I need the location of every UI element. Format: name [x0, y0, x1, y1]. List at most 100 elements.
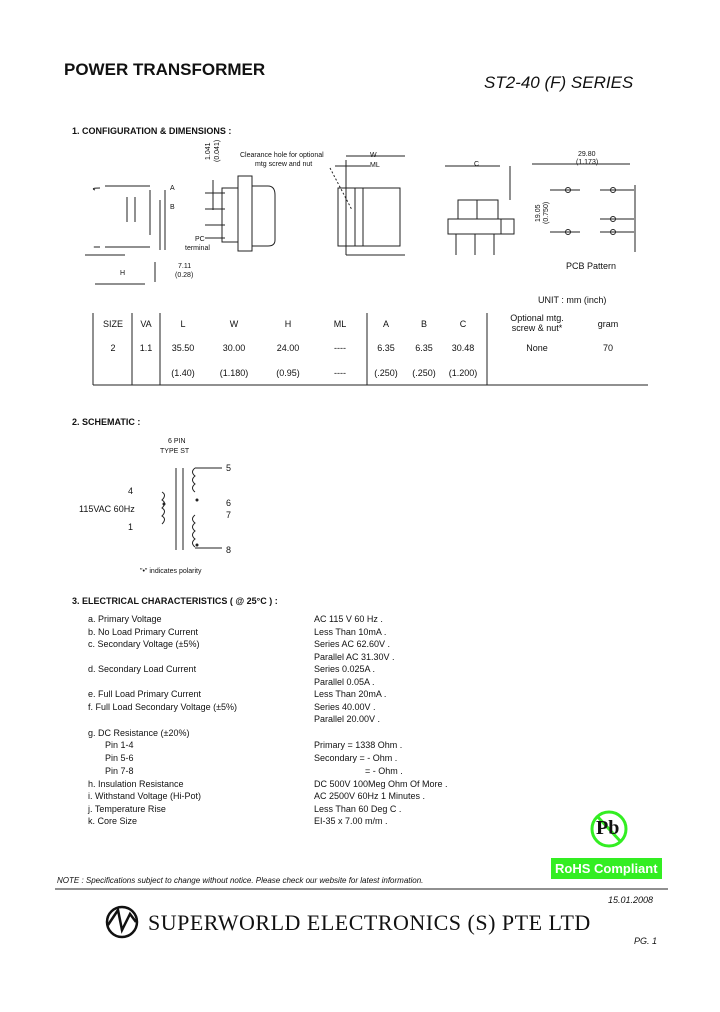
td-l: 35.50 [171, 343, 195, 353]
spec-label: c. Secondary Voltage (±5%) [88, 639, 200, 649]
top-view-drawing [329, 155, 405, 256]
spec-label: i. Withstand Voltage (Hi-Pot) [88, 791, 202, 801]
td-ml: ---- [334, 343, 346, 353]
spec-label: g. DC Resistance (±20%) [88, 728, 190, 738]
spec-label: j. Temperature Rise [88, 804, 166, 814]
pin-6: 6 [226, 498, 232, 508]
dim-h: H [120, 270, 126, 277]
side-view-drawing [205, 175, 276, 252]
input-label: 115VAC 60Hz [79, 504, 135, 514]
spec-value: Series 40.00V . [314, 702, 376, 712]
pin-8: 8 [226, 545, 232, 555]
td-w: 30.00 [222, 343, 246, 353]
schematic-type-2: TYPE ST [160, 448, 190, 455]
pcb-dim: 29.80 [578, 151, 596, 158]
spec-value: Series AC 62.60V . [314, 639, 391, 649]
dim-b: B [170, 204, 175, 211]
th-optional-2: screw & nut* [511, 323, 563, 333]
unit-label: UNIT : mm (inch) [538, 295, 607, 305]
footer-note: NOTE : Specifications subject to change … [57, 876, 424, 885]
td-b: 6.35 [415, 343, 433, 353]
td-gram: 70 [602, 343, 614, 353]
side-dim-inch: (0.041) [214, 139, 221, 162]
td-c-inch: (1.200) [448, 368, 478, 378]
section-electrical-heading: 3. ELECTRICAL CHARACTERISTICS ( @ 25°C )… [72, 596, 278, 606]
td-h-inch: (0.95) [276, 368, 300, 378]
td-b-inch: (.250) [412, 368, 436, 378]
company-name: SUPERWORLD ELECTRONICS (S) PTE LTD [148, 910, 591, 935]
pin-7: 7 [226, 510, 232, 520]
dim-028: (0.28) [175, 272, 194, 279]
pcb-pattern-drawing [532, 163, 636, 252]
dim-w: W [370, 152, 377, 159]
dim-c: C [474, 161, 480, 168]
spec-value: AC 2500V 60Hz 1 Minutes . [314, 791, 426, 801]
td-va: 1.1 [139, 343, 153, 353]
spec-value: Secondary = - Ohm . [314, 753, 398, 763]
spec-value: Less Than 60 Deg C . [314, 804, 402, 814]
td-c: 30.48 [451, 343, 475, 353]
td-l-inch: (1.40) [171, 368, 195, 378]
footer-date: 15.01.2008 [608, 895, 654, 905]
spec-value: = - Ohm . [365, 766, 403, 776]
th-size: SIZE [102, 319, 124, 329]
spec-value: EI-35 x 7.00 m/m . [314, 816, 388, 826]
spec-value: Less Than 20mA . [314, 689, 387, 699]
spec-label: a. Primary Voltage [88, 614, 162, 624]
th-h: H [284, 319, 292, 329]
rohs-badge: RoHS Compliant [551, 858, 662, 879]
spec-label: Pin 5-6 [105, 753, 134, 763]
td-w-inch: (1.180) [219, 368, 249, 378]
th-b: B [420, 319, 428, 329]
section-schematic-heading: 2. SCHEMATIC : [72, 417, 141, 427]
dim-a: A [170, 185, 175, 192]
pin-4: 4 [128, 486, 134, 496]
spec-value: AC 115 V 60 Hz . [314, 614, 383, 624]
dim-ml: ML [370, 162, 380, 169]
spec-label: h. Insulation Resistance [88, 779, 184, 789]
td-a: 6.35 [377, 343, 395, 353]
pin-1: 1 [128, 522, 134, 532]
schematic-type-1: 6 PIN [168, 438, 186, 445]
polarity-note: "•" indicates polarity [140, 568, 202, 575]
pcb-dim-v-inch: (0.750) [543, 201, 550, 224]
page-number: PG. 1 [634, 936, 658, 946]
section-config-heading: 1. CONFIGURATION & DIMENSIONS : [72, 126, 232, 136]
company-logo [105, 905, 139, 939]
spec-label: e. Full Load Primary Current [88, 689, 202, 699]
pb-free-icon [590, 810, 628, 848]
spec-label: f. Full Load Secondary Voltage (±5%) [88, 702, 238, 712]
clearance-label-2: mtg screw and nut [255, 161, 313, 168]
th-l: L [180, 319, 186, 329]
pb-label: Pb [596, 817, 620, 839]
end-view-drawing [445, 165, 515, 255]
pcb-dim-inch: (1.173) [576, 159, 599, 166]
clearance-label: Clearance hole for optional [240, 152, 324, 159]
th-c: C [459, 319, 467, 329]
spec-label: k. Core Size [88, 816, 138, 826]
td-a-inch: (.250) [374, 368, 398, 378]
doc-title: POWER TRANSFORMER [64, 60, 266, 79]
spec-label: Pin 1-4 [105, 740, 134, 750]
spec-value: Less Than 10mA . [314, 627, 387, 637]
pc-label: PC [195, 236, 205, 243]
td-h: 24.00 [276, 343, 300, 353]
td-ml-inch: ---- [334, 368, 346, 378]
spec-label: Pin 7-8 [105, 766, 134, 776]
spec-label: d. Secondary Load Current [88, 664, 197, 674]
spec-value: Parallel 0.05A . [314, 677, 375, 687]
td-size: 2 [110, 343, 116, 353]
pcb-dim-v: 19.05 [535, 204, 542, 222]
pcb-pattern-label: PCB Pattern [566, 261, 617, 271]
spec-value: Primary = 1338 Ohm . [314, 740, 403, 750]
side-dim: 1.041 [205, 142, 212, 160]
th-a: A [382, 319, 390, 329]
td-optional: None [526, 343, 548, 353]
spec-value: DC 500V 100Meg Ohm Of More . [314, 779, 448, 789]
series-name: ST2-40 (F) SERIES [484, 73, 634, 92]
spec-value: Parallel AC 31.30V . [314, 652, 395, 662]
th-va: VA [140, 319, 152, 329]
front-view-drawing [85, 185, 166, 285]
